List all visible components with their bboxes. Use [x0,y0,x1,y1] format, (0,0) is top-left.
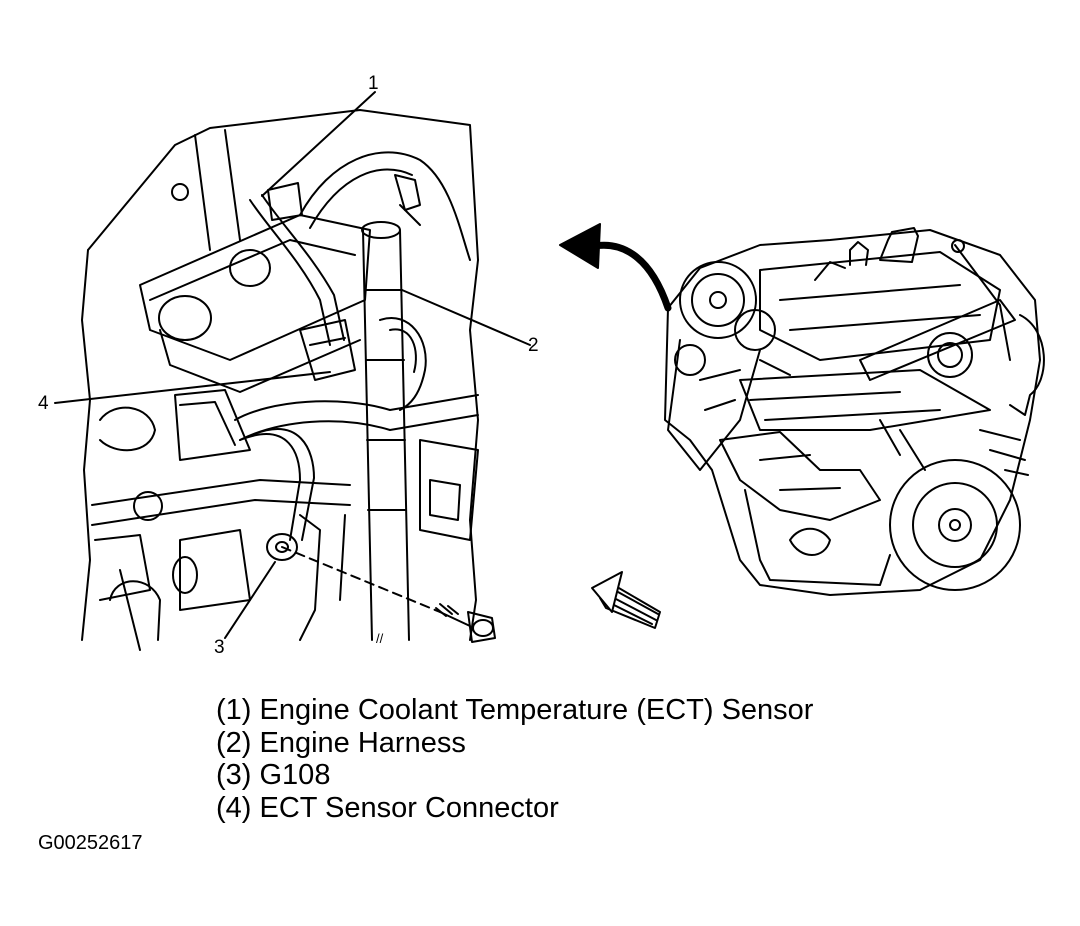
legend: (1) Engine Coolant Temperature (ECT) Sen… [216,694,813,824]
callout-2: 2 [528,335,539,356]
figure-id: G00252617 [38,832,143,854]
callout-3: 3 [214,637,225,658]
view-arrow-icon [559,223,672,312]
legend-item: (3) G108 [216,759,331,791]
direction-arrow-icon [591,571,661,629]
leader-line-4 [54,371,331,404]
small-mark: // [376,631,384,646]
leader-line-3 [224,561,276,639]
engine-overview [664,227,1045,596]
callout-4: 4 [38,393,49,414]
legend-item: (1) Engine Coolant Temperature (ECT) Sen… [216,694,814,726]
leader-line-1 [261,91,376,197]
legend-item: (4) ECT Sensor Connector [216,791,559,824]
callout-1: 1 [368,73,379,94]
detail-view [54,91,531,651]
leader-line-2 [401,289,531,346]
legend-item: (2) Engine Harness [216,726,466,759]
bolt-path [281,546,441,613]
